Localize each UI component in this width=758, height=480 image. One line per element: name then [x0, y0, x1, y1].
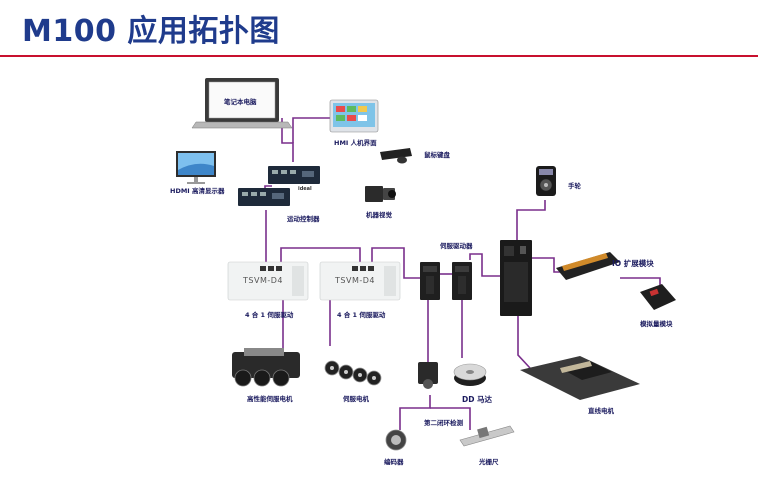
monitor-label: HDMI 高清显示器 — [170, 187, 225, 195]
servo-drive-1-icon — [420, 262, 440, 300]
servo-drive-2-icon — [452, 262, 472, 300]
drive-b-label: 4 合 1 伺服驱动 — [337, 311, 386, 319]
servo-motor-label: 伺服电机 — [343, 395, 369, 403]
drive-a-label: 4 合 1 伺服驱动 — [245, 311, 294, 319]
hmi-label: HMI 人机界面 — [334, 139, 377, 147]
small-servo-motor-icon — [418, 362, 438, 389]
wire-laptop-controller — [281, 118, 294, 162]
analog-module-label: 模拟量模块 — [640, 320, 673, 328]
wire-handwheel — [516, 200, 546, 240]
drive-a-model: TSVM-D4 — [243, 276, 283, 285]
dd-motor-label: DD 马达 — [462, 395, 493, 404]
handwheel-label: 手轮 — [568, 182, 581, 190]
wire-io — [532, 257, 562, 273]
touch-panel-icon — [329, 99, 379, 133]
encoder-label: 编码器 — [384, 458, 404, 466]
laptop-label: 笔记本电脑 — [224, 98, 257, 106]
servo-motor-icon — [324, 360, 382, 386]
camera-icon — [365, 186, 396, 202]
title-divider — [0, 55, 758, 57]
wire-second-loop-grating — [430, 407, 471, 430]
wire-analog — [620, 277, 661, 288]
hp-servo-motor-label: 高性能伺服电机 — [247, 395, 293, 403]
grating-ruler-icon — [459, 425, 515, 447]
drive-b-icon — [319, 261, 401, 301]
hp-servo-motor-icon — [232, 348, 300, 387]
servo-drives-label: 伺服驱动器 — [440, 242, 473, 250]
wire-second-loop — [399, 395, 431, 430]
page-title: M100 应用拓扑图 — [22, 14, 280, 49]
grating-label: 光栅尺 — [479, 458, 499, 466]
machine-vision-label: 机器视觉 — [366, 211, 392, 219]
large-servo-drive-icon — [500, 240, 532, 316]
linear-motor-icon — [520, 356, 640, 400]
laptop-icon — [191, 78, 293, 129]
motion-controller-icon — [238, 166, 320, 206]
keyboard-icon — [380, 148, 412, 164]
dd-motor-icon — [453, 363, 487, 386]
io-module-label: IO 扩展模块 — [612, 259, 654, 268]
wire-bigdrive-linear — [517, 316, 531, 369]
drive-b-model: TSVM-D4 — [335, 276, 375, 285]
wire-drivea-driveb — [280, 247, 361, 262]
analog-module-icon — [640, 284, 676, 310]
motion-controller-label: 运动控制器 — [287, 215, 320, 223]
encoder-icon — [385, 429, 407, 451]
pendant-icon — [536, 166, 556, 196]
wire-hmi-controller — [292, 117, 330, 143]
second-loop-label: 第二闭环检测 — [424, 419, 463, 427]
controller-brand: ideal — [298, 186, 312, 192]
connection-wires — [264, 117, 661, 430]
keyboard-mouse-label: 鼠标键盘 — [424, 151, 450, 159]
io-module-icon — [556, 252, 620, 280]
wire-servo2-bigdrive — [469, 253, 500, 277]
monitor-icon — [176, 151, 216, 184]
wire-driveb-servo — [371, 247, 422, 279]
linear-motor-label: 直线电机 — [588, 407, 614, 415]
drive-a-icon — [227, 261, 309, 301]
